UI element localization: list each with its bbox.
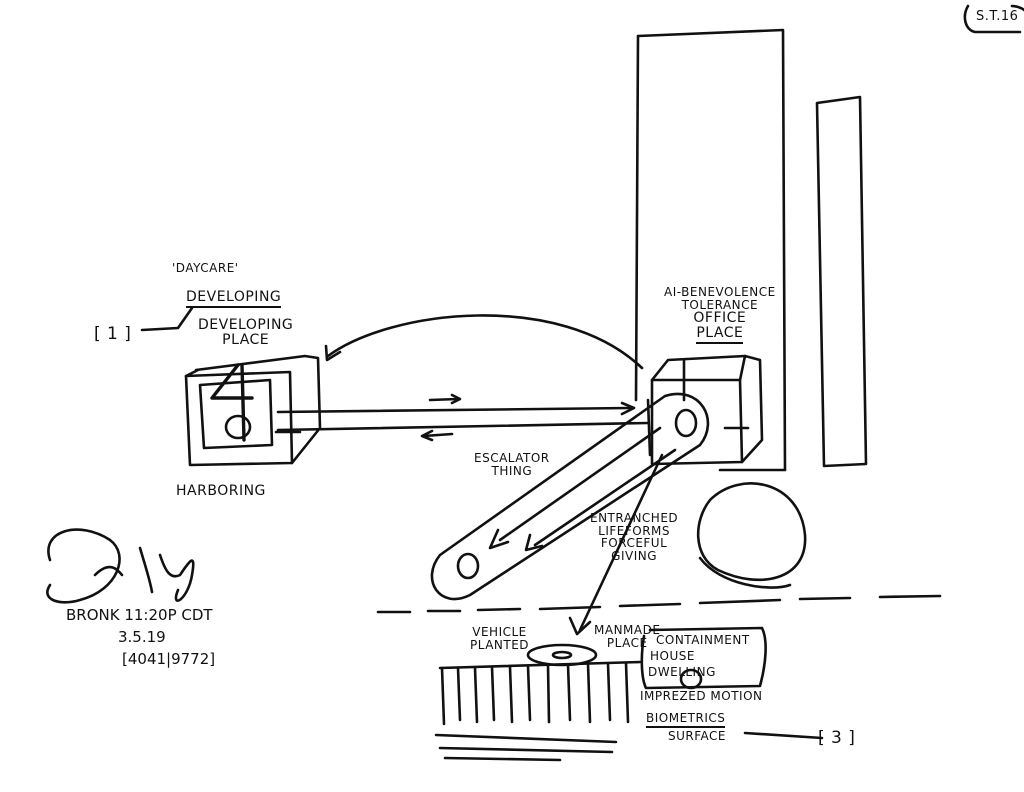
- cube-connector: [276, 314, 650, 442]
- signature-line-2: 3.5.19: [118, 628, 166, 646]
- label-manmade-place: MANMADE PLACE: [594, 623, 661, 650]
- label-surface: SURFACE: [668, 729, 726, 743]
- label-imprezed-motion: IMPREZED MOTION: [640, 689, 763, 703]
- ref-3: [ 3 ]: [818, 728, 856, 748]
- label-biometrics: BIOMETRICS: [646, 712, 726, 728]
- label-entranched-lifeforms: ENTRANCHED LIFEFORMS FORCEFUL GIVING: [590, 511, 679, 563]
- tall-tower: [634, 28, 787, 472]
- manmade-place: [434, 626, 824, 762]
- label-containment: CONTAINMENT: [656, 633, 750, 647]
- corner-tag: S.T.16: [976, 9, 1019, 24]
- label-harboring: HARBORING: [176, 483, 266, 499]
- signature-line-3: [4041|9772]: [122, 650, 216, 668]
- signature-scribble: [46, 528, 195, 604]
- signature-line-1: BRONK 11:20P CDT: [66, 606, 213, 624]
- ref-1: [ 1 ]: [94, 324, 132, 344]
- ref-1-leader: [140, 306, 194, 332]
- label-escalator-thing: ESCALATOR THING: [474, 451, 550, 478]
- narrow-tower: [815, 95, 868, 468]
- label-office-place: AI-BENEVOLENCE TOLERANCE OFFICE PLACE: [664, 286, 776, 344]
- ground-line: [376, 594, 942, 614]
- label-vehicle-planted: VEHICLE PLANTED: [470, 625, 530, 652]
- label-developing: DEVELOPING: [186, 290, 282, 308]
- office-place-cube: [646, 354, 764, 466]
- escalator-thing: [430, 392, 710, 636]
- label-daycare: 'DAYCARE': [172, 261, 239, 275]
- label-house: HOUSE: [650, 649, 695, 663]
- label-dwelling: DWELLING: [648, 665, 716, 679]
- label-developing-place: DEVELOPING PLACE: [198, 317, 294, 348]
- orb: [696, 482, 807, 589]
- developing-place-cube: [184, 354, 322, 467]
- corner-tag-badge: [963, 4, 1024, 34]
